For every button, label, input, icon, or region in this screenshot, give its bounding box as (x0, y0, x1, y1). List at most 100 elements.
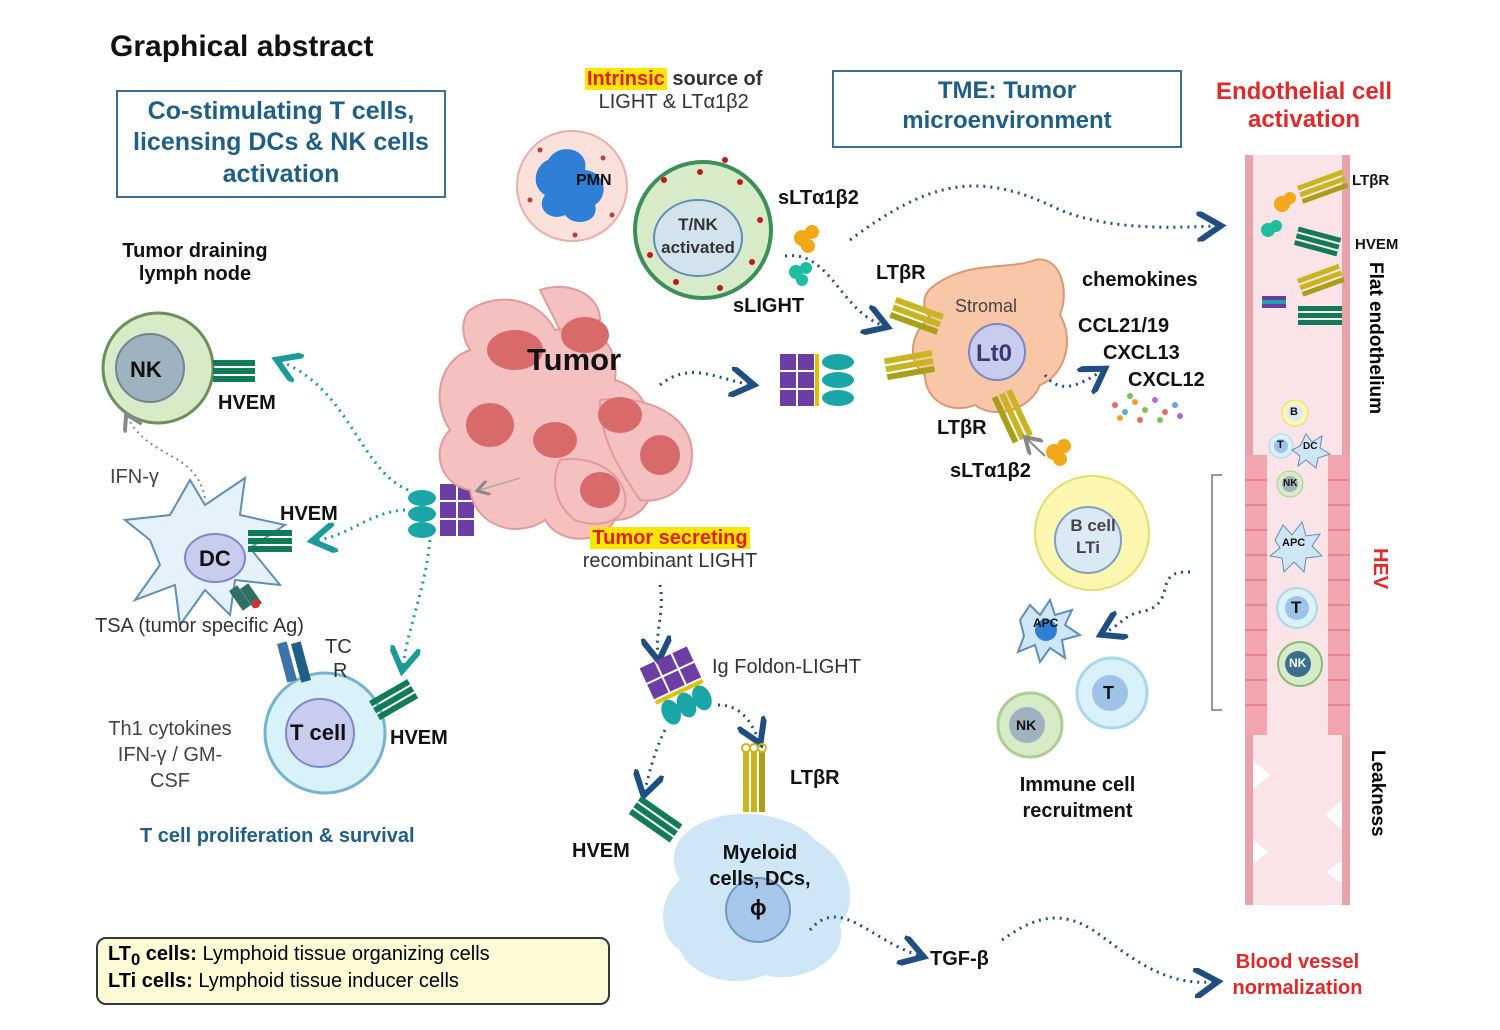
tcr-label-1: TC (325, 636, 352, 658)
legend-lt0-term-rest: cells: (140, 943, 197, 965)
vessel-ltbr-receptors (1296, 169, 1349, 297)
normalization-label-1: Blood vessel (1235, 951, 1360, 973)
nk-cell-right (996, 691, 1064, 759)
chemokines-label: chemokines (1082, 269, 1198, 291)
intrinsic-highlight: Intrinsic (585, 68, 667, 90)
tsa-label: TSA (tumor specific Ag) (95, 615, 304, 637)
lt0-label: Lt0 (976, 340, 1012, 367)
lymph-node-label: Tumor draining lymph node (122, 240, 268, 285)
vessel-t-cell (1268, 433, 1294, 459)
hvem-receptor-nk (213, 360, 255, 382)
nk-cell-left (101, 311, 215, 425)
tme-box: TME: Tumor microenvironment (832, 70, 1182, 148)
secreting-rest: recombinant LIGHT (582, 550, 758, 572)
hvem-receptor-dc (248, 530, 292, 552)
intrinsic-rest2: LIGHT & LTα1β2 (598, 91, 749, 113)
tgf-label: TGF-β (930, 948, 989, 970)
dc-cell-left (122, 475, 288, 628)
apc-label-right: APC (1033, 616, 1059, 630)
legend-lti-def: Lymphoid tissue inducer cells (192, 970, 459, 992)
ltbr-label-stromal-bottom: LTβR (937, 417, 987, 439)
hvem-label-dc: HVEM (280, 503, 338, 525)
apc-cell-right (1016, 597, 1083, 665)
arrow-to-chemokines (1043, 372, 1100, 386)
recruit-label-2: recruitment (1022, 800, 1133, 822)
ltbr-label-myeloid: LTβR (790, 767, 840, 789)
legend-box: LT0 cells: Lymphoid tissue organizing ce… (96, 937, 610, 1005)
vessel-leakness (1253, 760, 1342, 884)
vessel-dc-label: DC (1303, 441, 1318, 452)
pmn-label: PMN (576, 172, 612, 189)
vessel-hvem-receptors (1262, 226, 1342, 325)
phi-label: ϕ (750, 895, 767, 920)
bcell-label-1: B cell (1070, 516, 1116, 535)
arrow-tumor-to-trimer-left (480, 477, 521, 490)
hev-label: HEV (1369, 548, 1391, 590)
t-cell-left (263, 671, 387, 795)
tnk-activated-cell (633, 157, 773, 300)
th1-line-1: Th1 cytokines (108, 718, 232, 740)
myeloid-label-2: cells, DCs, (709, 868, 811, 890)
slta-molecule (794, 225, 819, 253)
vessel-nk-cell (1276, 470, 1304, 498)
tme-text: TME: Tumor microenvironment (902, 77, 1112, 134)
vessel-ligands (1261, 192, 1296, 237)
costim-text: Co-stimulating T cells, licensing DCs & … (133, 97, 429, 188)
page-title: Graphical abstract (110, 30, 374, 63)
light-trimer-left (408, 484, 474, 538)
arrow-secreting-down (657, 584, 661, 655)
recruit-label-1: Immune cell (1019, 774, 1136, 796)
pmn-cell (516, 130, 628, 242)
normalization-label-2: normalization (1232, 977, 1363, 999)
vessel-nk-label: NK (1283, 478, 1298, 489)
arrow-foldon-to-hvem (645, 729, 667, 790)
vessel-hvem-label: HVEM (1355, 236, 1399, 253)
legend-lt0: LT0 cells: Lymphoid tissue organizing ce… (108, 943, 598, 970)
legend-lt0-term: LT (108, 943, 131, 965)
stromal-label: Stromal (955, 296, 1018, 316)
hvem-label-tcell: HVEM (390, 727, 448, 749)
stromal-cell (911, 258, 1069, 414)
secreting-highlight: Tumor secreting (590, 527, 750, 549)
tumor-label: Tumor (527, 342, 622, 377)
leakness-label: Leakness (1367, 750, 1388, 837)
dc-label: DC (199, 546, 231, 571)
hev-cells (1245, 479, 1350, 706)
vessel-apc-cell (1268, 520, 1324, 574)
hvem-receptor-tcell (369, 679, 419, 721)
bcell-lti (1034, 475, 1150, 591)
ltbr-receptor-myeloid (741, 743, 767, 812)
ifn-label: IFN-γ (110, 466, 159, 488)
arrow-foldon-to-ltbr (717, 703, 758, 738)
tnk-label-2: activated (661, 238, 735, 257)
myeloid-label-1: Myeloid (722, 842, 798, 864)
cxcl13-label: CXCL13 (1103, 342, 1180, 364)
arrow-to-nk (282, 362, 409, 492)
tumor-cluster (438, 285, 693, 540)
ccl-label: CCL21/19 (1078, 315, 1170, 337)
intrinsic-source: Intrinsic source of LIGHT & LTα1β2 (585, 68, 762, 114)
hvem-receptor-myeloid (628, 795, 683, 843)
cxcl12-label: CXCL12 (1128, 369, 1205, 391)
arrow-to-tcell (403, 539, 432, 665)
light-trimer-right (780, 354, 854, 406)
slight-label: sLIGHT (733, 295, 805, 317)
slta-label-bottom: sLTα1β2 (950, 460, 1031, 482)
arrow-to-ltbr (784, 254, 882, 325)
vessel-apc-label: APC (1282, 537, 1306, 549)
ig-foldon-light (639, 646, 712, 725)
hev-bracket (1211, 474, 1222, 711)
vessel-t2-label: T (1291, 598, 1302, 617)
secreting-label: Tumor secreting recombinant LIGHT (570, 527, 770, 573)
myeloid-cell (663, 813, 851, 981)
nk-label-left: NK (130, 357, 162, 382)
legend-lt0-sub: 0 (130, 950, 141, 969)
vessel-t-cell-2 (1276, 587, 1318, 629)
prolif-label: T cell proliferation & survival (140, 825, 415, 847)
arrow-to-endothelium (849, 184, 1215, 240)
mhc-antigen (229, 583, 262, 611)
ltbr-receptor-stromal (883, 296, 1033, 444)
vessel-ltbr-label: LTβR (1352, 172, 1390, 189)
th1-line-2: IFN-γ / GM- (117, 744, 223, 766)
vessel-nk2-label: NK (1289, 656, 1307, 670)
